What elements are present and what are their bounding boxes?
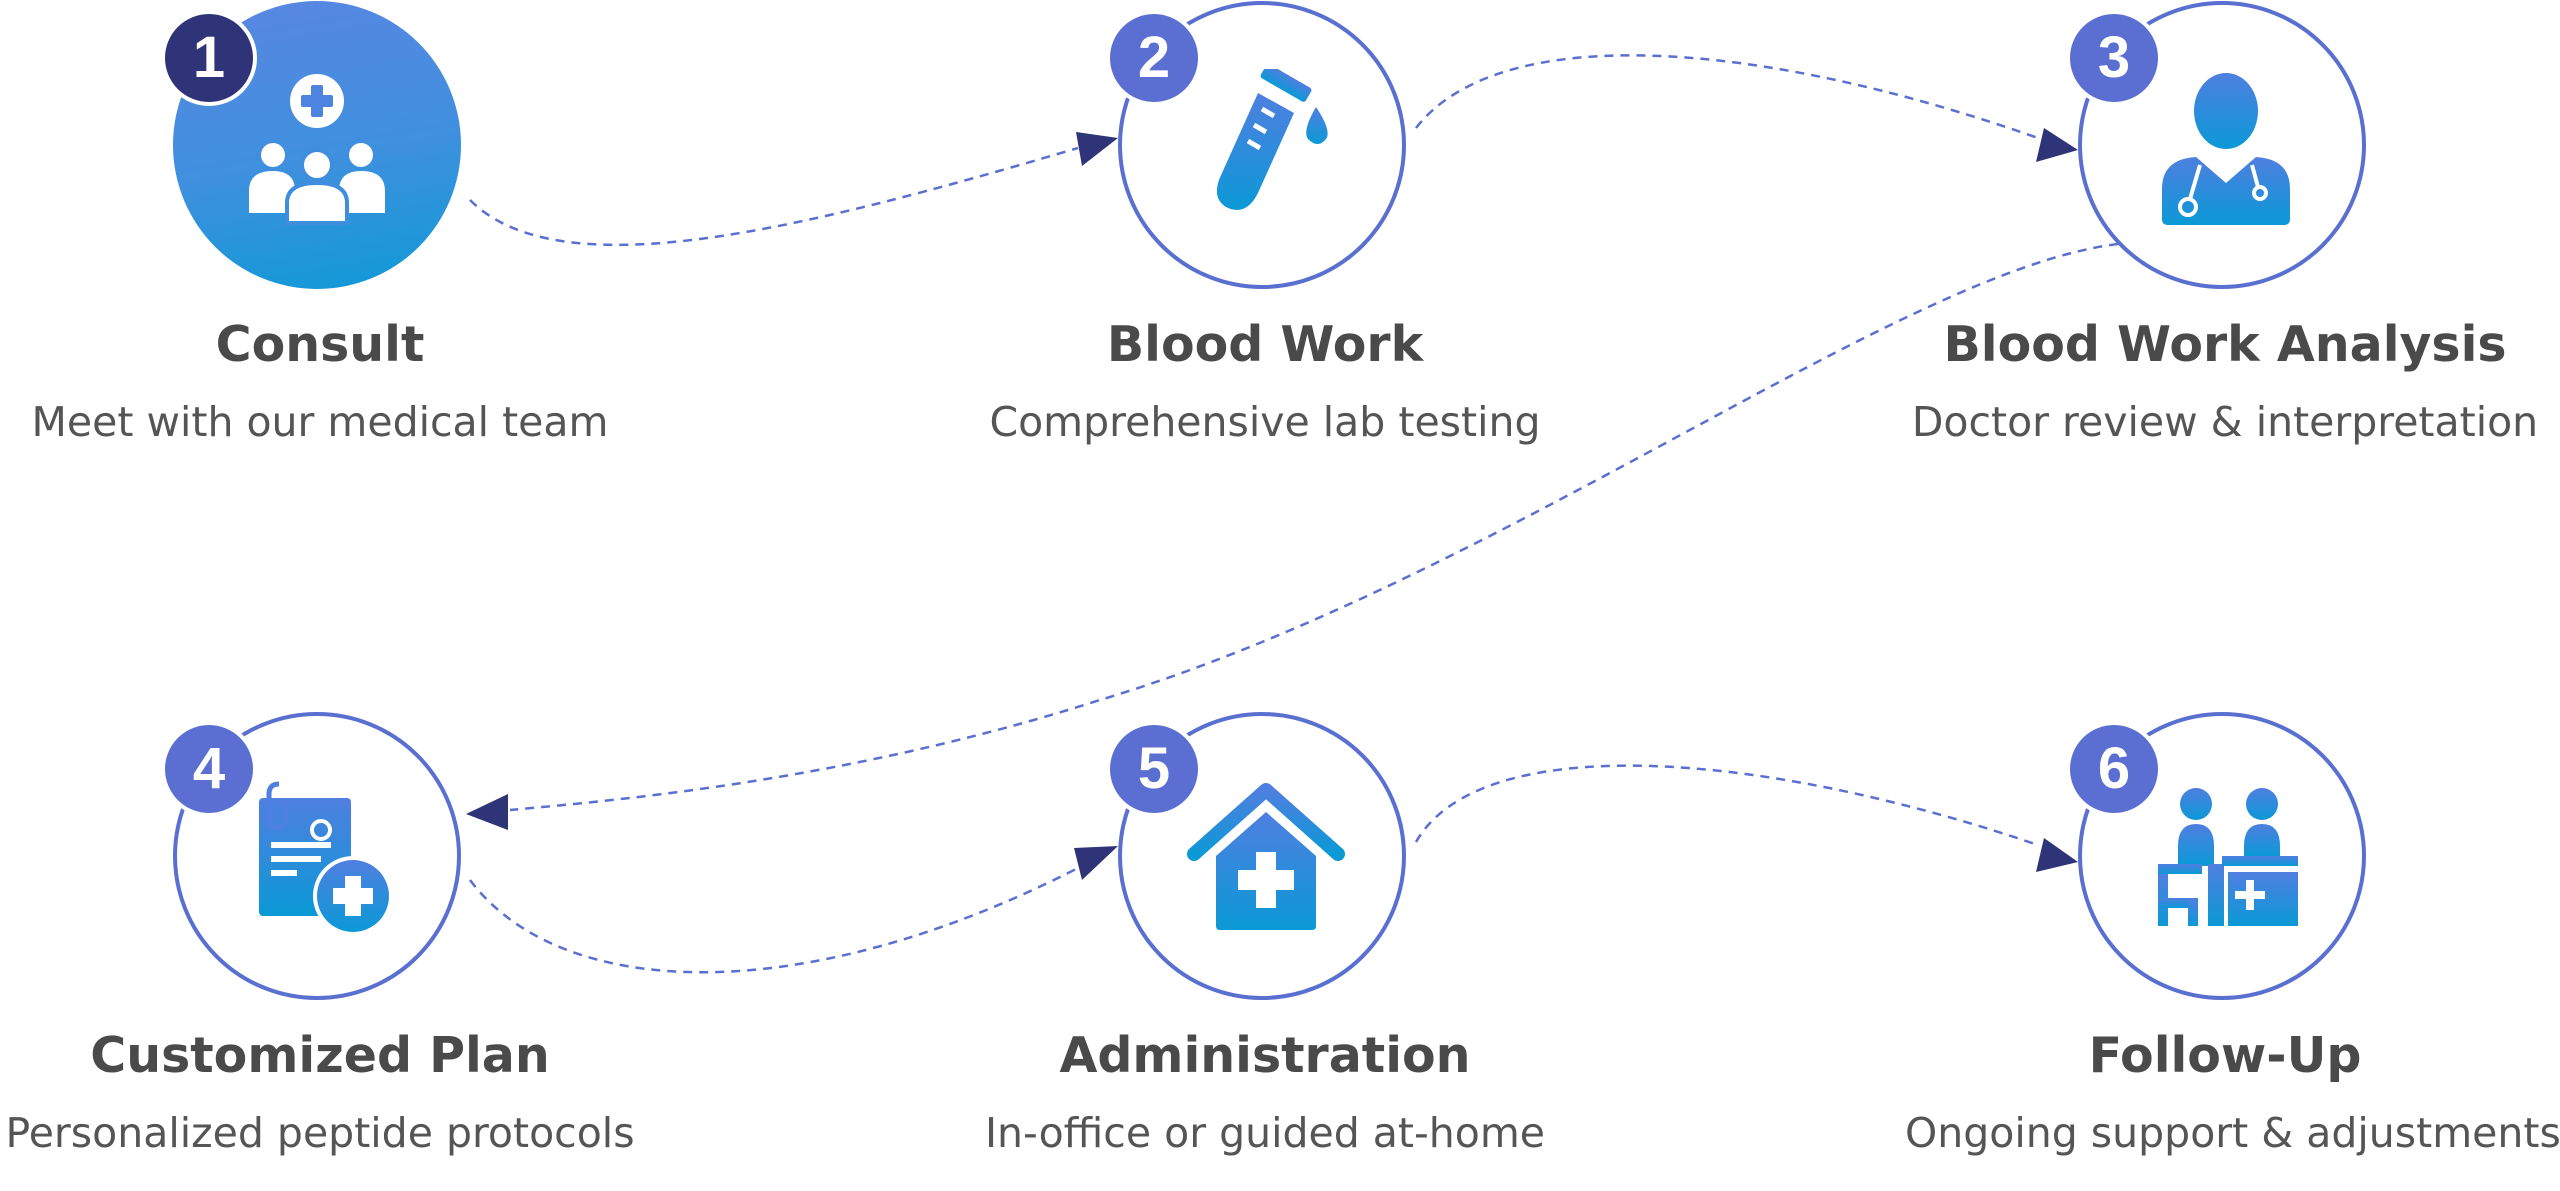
step-description: Doctor review & interpretation: [1911, 398, 2539, 446]
step-title: Blood Work Analysis: [1943, 316, 2507, 373]
arrowhead-2-to-3: [2036, 128, 2078, 162]
step-number-badge: 6: [2066, 721, 2162, 817]
flow-connectors: [466, 54, 2119, 974]
step-consult: 1 Consult Meet with our medical team: [0, 0, 640, 480]
arrowhead-4-to-5: [1074, 846, 1118, 880]
step-description: Ongoing support & adjustments: [1905, 1109, 2560, 1157]
arrowhead-1-to-2: [1076, 132, 1118, 166]
connector-2-to-3: [1415, 54, 2039, 140]
connector-1-to-2: [469, 146, 1079, 247]
step-number-badge: 5: [1106, 721, 1202, 817]
step-description: In-office or guided at-home: [984, 1109, 1546, 1157]
step-number-badge: 2: [1106, 10, 1202, 106]
step-blood-work: 2 Blood Work Comprehensive lab testing: [945, 0, 1585, 480]
step-number-badge: 1: [161, 10, 257, 106]
step-description: Comprehensive lab testing: [989, 398, 1541, 446]
step-title: Administration: [1059, 1027, 1471, 1084]
step-number-badge: 4: [161, 721, 257, 817]
consultation-desk-icon: [2158, 788, 2298, 926]
step-number-badge: 3: [2066, 10, 2162, 106]
step-follow-up: 6 Follow-Up Ongoing support & adjustment…: [1905, 711, 2560, 1191]
step-title: Customized Plan: [90, 1027, 550, 1084]
step-customized-plan: 4 Customized Plan Personalized peptide p…: [0, 711, 640, 1191]
step-description: Personalized peptide protocols: [5, 1109, 635, 1157]
test-tube-icon: [1216, 69, 1328, 210]
arrowhead-3-to-4: [466, 794, 508, 830]
medical-home-icon: [1187, 783, 1345, 930]
arrowhead-5-to-6: [2036, 838, 2078, 872]
connector-5-to-6: [1414, 764, 2039, 847]
step-title: Consult: [215, 316, 425, 373]
connector-4-to-5: [469, 866, 1079, 974]
step-description: Meet with our medical team: [31, 398, 609, 446]
step-title: Follow-Up: [2088, 1027, 2362, 1084]
step-administration: 5 Administration In-office or guided at-…: [945, 711, 1585, 1191]
step-title: Blood Work: [1106, 316, 1424, 373]
step-blood-work-analysis: 3 Blood Work Analysis Doctor review & in…: [1905, 0, 2545, 480]
medical-plan-icon: [259, 781, 393, 936]
medical-team-icon: [249, 74, 385, 225]
doctor-icon: [2162, 73, 2290, 225]
